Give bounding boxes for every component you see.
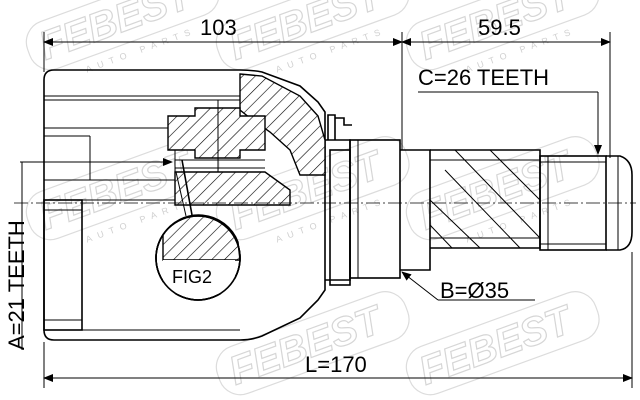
watermark-logo: FEBEST xyxy=(413,297,580,394)
fig2-detail: FIG2 xyxy=(155,171,241,301)
dim-shaft-length-label: 59.5 xyxy=(478,15,521,40)
dim-inner-teeth: A=21 TEETH xyxy=(4,158,173,350)
dim-housing-length-label: 103 xyxy=(200,15,237,40)
dim-outer-teeth: C=26 TEETH xyxy=(418,65,602,155)
dim-seal-diameter: B=Ø35 xyxy=(401,271,535,303)
dim-inner-teeth-label: A=21 TEETH xyxy=(4,220,29,350)
dim-total-length-label: L=170 xyxy=(305,352,367,377)
fig2-label: FIG2 xyxy=(172,267,212,287)
dim-housing-length: 103 xyxy=(43,15,403,150)
dim-seal-diameter-label: B=Ø35 xyxy=(440,278,509,303)
dim-outer-teeth-label: C=26 TEETH xyxy=(418,65,549,90)
shaft xyxy=(349,139,633,279)
housing xyxy=(43,69,352,341)
dim-shaft-length: 59.5 xyxy=(401,15,611,158)
dim-total-length: L=170 xyxy=(43,252,633,388)
